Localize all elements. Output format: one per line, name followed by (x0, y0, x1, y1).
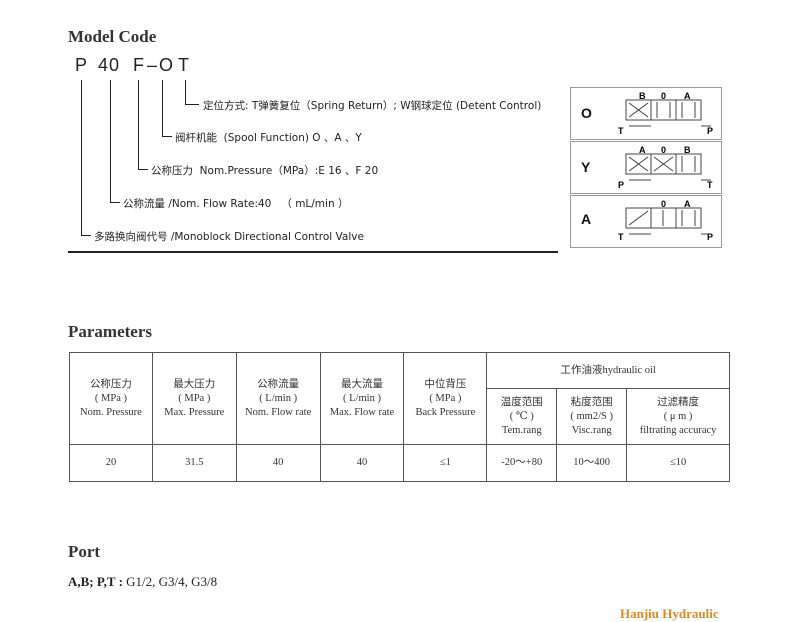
header-filter-accuracy: 过滤精度( μ m )filtrating accuracy (626, 388, 730, 445)
port-label-top-2: A (684, 199, 691, 209)
header-nom-pressure: 公称压力( MPa )Nom. Pressure (69, 352, 153, 445)
cell-nom-flow: 40 (235, 444, 321, 482)
symbol-letter: Y (581, 159, 591, 175)
code-part-flow: 40 (98, 55, 121, 75)
code-part-pressure: F (133, 55, 145, 75)
port-spec: A,B; P,T : G1/2, G3/4, G3/8 (68, 574, 217, 590)
code-line-spool: 阀杆机能 (Spool Function) O 、A 、Y (175, 132, 362, 144)
port-label-top-3: A (684, 91, 691, 101)
port-label-top-2: 0 (661, 91, 666, 101)
spool-o-diagram: B 0 A T P (618, 91, 713, 136)
header-max-pressure: 最大压力( MPa )Max. Pressure (151, 352, 237, 445)
port-label-top-2: 0 (661, 145, 666, 155)
section-divider (68, 251, 558, 253)
symbol-letter: O (581, 105, 592, 121)
cell-temp-range: -20～+80 (486, 444, 558, 482)
table-row: 20 31.5 40 40 ≤1 -20～+80 10～400 ≤10 (69, 444, 730, 482)
port-label-bottom-2: T (707, 180, 713, 190)
port-label-top-1: B (639, 91, 646, 101)
port-label-bottom-1: T (618, 232, 624, 242)
code-part-series: P (75, 55, 89, 75)
port-heading: Port (68, 542, 101, 561)
table-header-row-1: 公称压力( MPa )Nom. Pressure 最大压力( MPa )Max.… (69, 352, 730, 445)
spool-y-diagram: A 0 B P T (618, 145, 713, 190)
code-line-valve: 多路换向阀代号 /Monoblock Directional Control V… (94, 231, 364, 243)
code-line-flow: 公称流量 /Nom. Flow Rate:40 （ mL/min ） (123, 198, 349, 210)
port-sizes: G1/2, G3/4, G3/8 (122, 574, 218, 589)
cell-max-flow: 40 (319, 444, 405, 482)
symbol-letter: A (581, 211, 592, 227)
header-hydraulic-oil: 工作油液hydraulic oil (486, 352, 730, 389)
port-label: A,B; P,T : (68, 574, 123, 589)
brand-name: Hanjiu Hydraulic (620, 606, 719, 621)
cell-visc-range: 10～400 (556, 444, 628, 482)
spool-symbol-o: O B 0 A T P (570, 87, 722, 140)
cell-back-pressure: ≤1 (403, 444, 488, 482)
header-max-flow: 最大流量( L/min )Max. Flow rate (319, 352, 405, 445)
port-label-top-3: B (684, 145, 691, 155)
port-label-top-1: A (639, 145, 646, 155)
header-back-pressure: 中位背压( MPa )Back Pressure (403, 352, 488, 445)
spool-symbol-a: A 0 A T P (570, 195, 722, 248)
code-part-dash: – (147, 55, 159, 75)
header-temp-range: 温度范围( ℃ )Tem.rang (486, 388, 558, 445)
header-nom-flow: 公称流量( L/min )Nom. Flow rate (235, 352, 321, 445)
port-label-bottom-1: T (618, 126, 624, 136)
code-line-pressure: 公称压力 Nom.Pressure（MPa）:E 16 、F 20 (151, 165, 379, 177)
cell-filter-accuracy: ≤10 (626, 444, 730, 482)
code-part-spool: O (159, 55, 175, 75)
model-code-heading: Model Code (68, 27, 157, 46)
spool-symbol-y: Y A 0 B P T (570, 141, 722, 194)
header-visc-range: 粘度范围( mm2/S )Visc.rang (556, 388, 628, 445)
cell-nom-pressure: 20 (69, 444, 153, 482)
spool-a-diagram: 0 A T P (618, 199, 713, 242)
parameters-heading: Parameters (68, 322, 153, 341)
port-label-bottom-1: P (618, 180, 624, 190)
parameters-table: 公称压力( MPa )Nom. Pressure 最大压力( MPa )Max.… (69, 352, 730, 482)
code-line-return: 定位方式: T弹簧复位（Spring Return）; W钢球定位 (Deten… (203, 100, 542, 112)
port-label-bottom-2: P (707, 232, 713, 242)
port-label-bottom-2: P (707, 126, 713, 136)
code-part-return: T (178, 55, 190, 75)
port-label-top-1: 0 (661, 199, 666, 209)
cell-max-pressure: 31.5 (151, 444, 237, 482)
